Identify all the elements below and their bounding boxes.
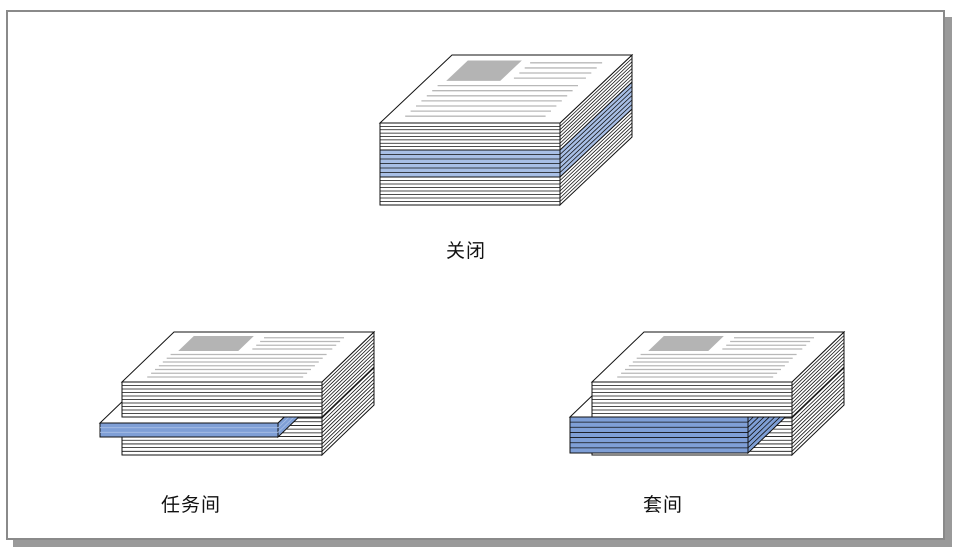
- stack-between-jobs-illustration: [98, 330, 376, 457]
- stack-off-bottom-sheets: [379, 107, 633, 207]
- stack-between-sets-illustration: [568, 330, 846, 457]
- stack-off-illustration: [378, 53, 634, 207]
- label-between-sets: 套间: [643, 494, 684, 516]
- stack-sets-top-page: [617, 336, 815, 378]
- stack-jobs-top-page: [147, 336, 345, 378]
- stack-off-blue-sheets: [379, 80, 633, 179]
- label-between-jobs: 任务间: [161, 494, 222, 516]
- label-off: 关闭: [446, 240, 487, 262]
- stack-off-top-sheets: [378, 53, 634, 152]
- stack-off-top-page: [405, 60, 603, 117]
